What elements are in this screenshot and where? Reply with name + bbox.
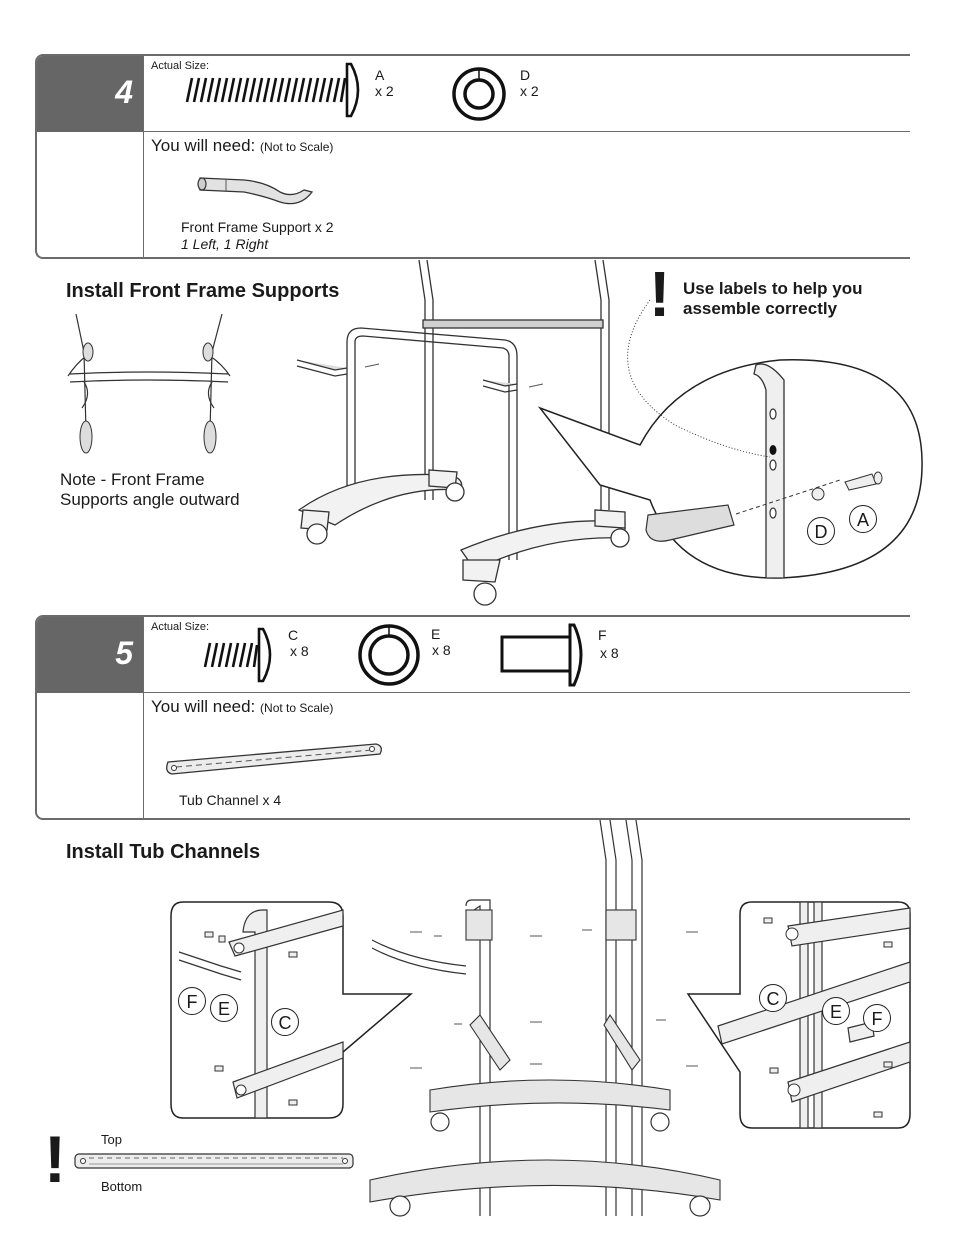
divider	[143, 131, 910, 132]
label-arrow	[627, 299, 771, 458]
tip-line-2: assemble correctly	[683, 299, 838, 318]
step-5-number-cell: 5	[37, 617, 143, 693]
note-line-1: Note - Front Frame	[60, 470, 205, 489]
washer-e-icon	[358, 624, 420, 686]
part-c-letter: C	[288, 627, 299, 643]
part-e-qty: x 8	[432, 642, 451, 658]
tip-line-1: Use labels to help you	[683, 279, 863, 298]
callout-label-d: D	[807, 517, 835, 545]
step-5-number: 5	[115, 635, 133, 671]
part-a-letter: A	[375, 67, 385, 83]
step-5-you-will-need: You will need: (Not to Scale)	[151, 697, 333, 717]
tub-channel-orientation-diagram	[74, 1153, 354, 1169]
right-callout-label-c: C	[759, 984, 787, 1012]
you-will-need-label: You will need:	[151, 136, 256, 155]
left-callout-label-c: C	[271, 1008, 299, 1036]
part-f-qty: x 8	[600, 645, 619, 661]
divider	[143, 617, 144, 820]
not-to-scale-label: (Not to Scale)	[260, 140, 334, 154]
orientation-bottom-label: Bottom	[101, 1179, 143, 1194]
cart-frame-diagram-step-4	[296, 259, 630, 606]
step-4-item-name: Front Frame Support x 2	[181, 219, 334, 235]
front-frame-support-icon	[197, 177, 314, 205]
right-zoom-callout	[686, 901, 911, 1129]
not-to-scale-label: (Not to Scale)	[260, 701, 334, 715]
cart-frame-diagram-step-5	[369, 819, 721, 1217]
step-4-number: 4	[115, 74, 133, 110]
step-4-heading: Install Front Frame Supports	[66, 280, 340, 302]
step-4-box: 4	[35, 54, 910, 259]
step-4-actual-size-label: Actual Size:	[151, 60, 210, 72]
right-callout-label-e: E	[822, 997, 850, 1025]
screw-c-icon	[203, 627, 272, 683]
bolt-f-icon	[500, 623, 583, 687]
part-a-qty: x 2	[375, 83, 394, 99]
washer-d-icon	[452, 67, 506, 121]
part-d-qty: x 2	[520, 83, 539, 99]
part-e-letter: E	[431, 626, 441, 642]
step-4-number-cell: 4	[37, 56, 143, 132]
divider	[143, 56, 144, 259]
step-4-you-will-need: You will need: (Not to Scale)	[151, 136, 333, 156]
part-f-letter: F	[598, 627, 607, 643]
part-c-qty: x 8	[290, 643, 309, 659]
orientation-top-label: Top	[101, 1132, 122, 1147]
front-view-diagram	[67, 313, 231, 454]
you-will-need-label: You will need:	[151, 697, 256, 716]
screw-a-icon	[185, 62, 360, 118]
note-line-2: Supports angle outward	[60, 490, 240, 509]
step-5-box: 5	[35, 615, 910, 820]
step-5-item-name: Tub Channel x 4	[179, 792, 282, 808]
divider	[143, 692, 910, 693]
right-callout-label-f: F	[863, 1004, 891, 1032]
step-5-actual-size-label: Actual Size:	[151, 621, 210, 633]
callout-label-a: A	[849, 505, 877, 533]
left-callout-label-f: F	[178, 987, 206, 1015]
step-4-item-note: 1 Left, 1 Right	[181, 236, 269, 252]
exclamation-icon: !	[44, 1122, 66, 1196]
part-d-letter: D	[520, 67, 531, 83]
tub-channel-icon	[166, 743, 382, 775]
step-5-heading: Install Tub Channels	[66, 841, 261, 863]
left-callout-label-e: E	[210, 994, 238, 1022]
exclamation-icon: !	[649, 258, 671, 330]
